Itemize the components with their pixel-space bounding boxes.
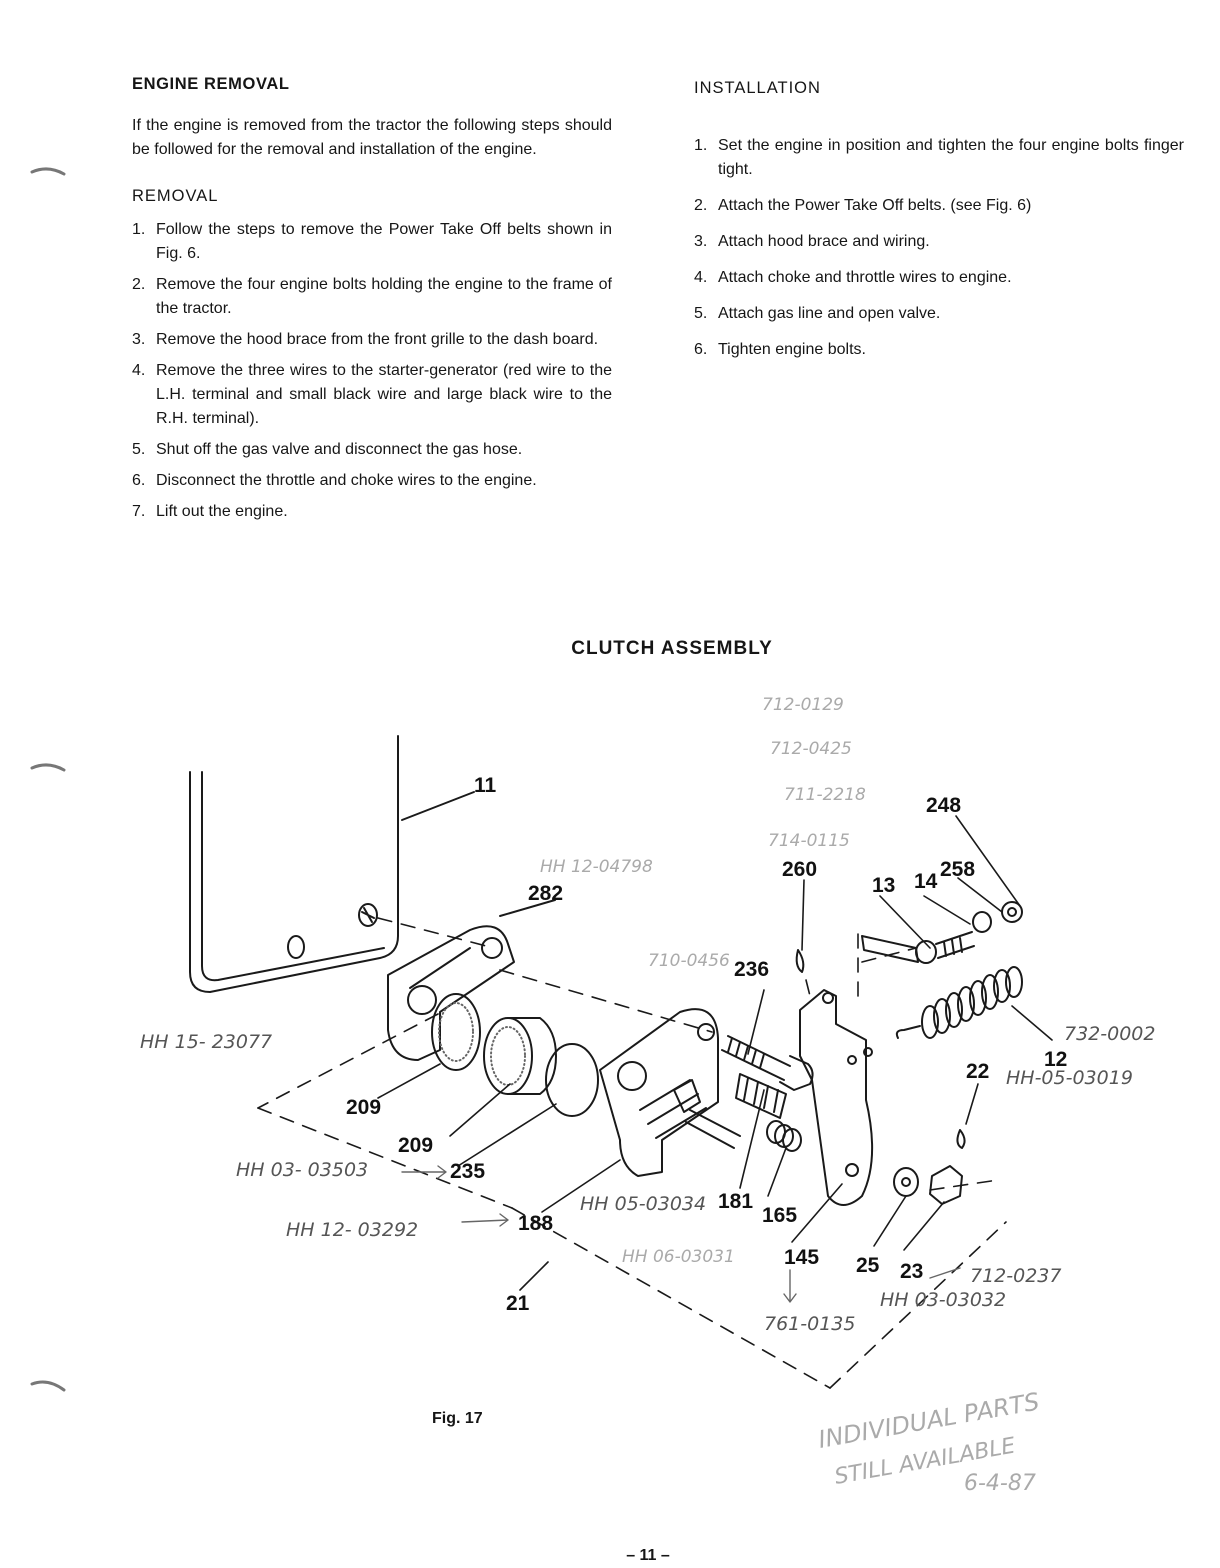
removal-step: 7.Lift out the engine. — [132, 503, 288, 520]
callout-181: 181 — [718, 1190, 753, 1213]
installation-step: 6.Tighten engine bolts. — [694, 341, 866, 358]
callout-188: 188 — [518, 1212, 553, 1235]
figure-caption: Fig. 17 — [432, 1410, 483, 1427]
handwritten-part-number: 761-0135 — [764, 1313, 855, 1335]
callout-13: 13 — [872, 874, 895, 897]
handwritten-note: 6-4-87 — [964, 1471, 1036, 1496]
scan-smudge — [30, 167, 66, 176]
callout-14: 14 — [914, 870, 938, 893]
handwritten-part-number: 712-0237 — [970, 1265, 1061, 1287]
small-spring — [766, 1120, 802, 1152]
scan-smudge — [30, 763, 66, 772]
installation-steps-list: 1.Set the engine in position and tighten… — [694, 134, 1184, 362]
callout-23: 23 — [900, 1260, 923, 1283]
callout-12: 12 — [1044, 1048, 1067, 1071]
installation-step: 4.Attach choke and throttle wires to eng… — [694, 269, 1012, 286]
callout-282: 282 — [528, 882, 563, 905]
bracket-housing — [599, 1008, 719, 1177]
installation-heading: INSTALLATION — [694, 79, 821, 97]
engine-removal-heading: ENGINE REMOVAL — [132, 75, 290, 93]
removal-step: 2.Remove the four engine bolts holding t… — [132, 276, 612, 317]
handwritten-part-number: 710-0456 — [648, 951, 730, 971]
handwritten-part-number: 712-0425 — [770, 739, 852, 759]
callout-235: 235 — [450, 1160, 485, 1183]
bearing-holder-plate — [387, 925, 515, 1061]
bolt — [721, 1035, 814, 1091]
engine-removal-intro: If the engine is removed from the tracto… — [132, 117, 612, 158]
page-number: – 11 – — [626, 1547, 670, 1564]
handwritten-part-number: 732-0002 — [1064, 1023, 1155, 1045]
engine-removal-section: ENGINE REMOVAL If the engine is removed … — [132, 72, 612, 531]
callout-248: 248 — [926, 794, 961, 817]
removal-steps-list: 1.Follow the steps to remove the Power T… — [132, 218, 612, 524]
callout-209: 209 — [346, 1096, 381, 1119]
leader-lines — [377, 815, 1053, 1291]
extension-spring — [895, 966, 1023, 1039]
figure-title: CLUTCH ASSEMBLY — [571, 638, 773, 659]
handwritten-part-number: HH 12-04798 — [540, 857, 653, 877]
handwritten-part-number: HH 12- 03292 — [286, 1219, 418, 1241]
handwritten-part-number: HH-05-03019 — [1006, 1067, 1133, 1089]
callout-21: 21 — [506, 1292, 530, 1315]
handwritten-part-number: 711-2218 — [784, 785, 866, 805]
felt-washer — [431, 993, 481, 1071]
callout-25: 25 — [856, 1254, 880, 1277]
callout-209-second: 209 — [398, 1134, 433, 1157]
handwritten-part-number: HH 03-03032 — [880, 1289, 1006, 1311]
callout-258: 258 — [940, 858, 975, 881]
bushing — [735, 1073, 787, 1119]
removal-step: 4.Remove the three wires to the starter-… — [132, 362, 612, 427]
callout-165: 165 — [762, 1204, 797, 1227]
removal-step: 1.Follow the steps to remove the Power T… — [132, 221, 612, 262]
handwritten-part-number: HH 15- 23077 — [140, 1031, 272, 1053]
handwritten-part-number: 712-0129 — [762, 695, 844, 715]
cotter-pin — [956, 1129, 966, 1149]
shoulder-bolt — [861, 901, 1023, 964]
pencil-arrows — [401, 1165, 961, 1303]
callout-11: 11 — [474, 774, 497, 797]
callout-145: 145 — [784, 1246, 819, 1269]
handwritten-part-number: 714-0115 — [768, 831, 850, 851]
installation-step: 2.Attach the Power Take Off belts. (see … — [694, 197, 1032, 214]
installation-step: 1.Set the engine in position and tighten… — [694, 137, 1184, 178]
scan-smudge — [30, 1380, 66, 1392]
installation-section: INSTALLATION 1.Set the engine in positio… — [694, 76, 1184, 374]
alignment-lines — [257, 917, 1007, 1389]
callout-260: 260 — [782, 858, 817, 881]
stud — [685, 1109, 741, 1149]
callout-22: 22 — [966, 1060, 989, 1083]
handwritten-part-number: HH 03- 03503 — [236, 1159, 368, 1181]
removal-subheading: REMOVAL — [132, 187, 219, 205]
leader-line — [499, 899, 556, 917]
clutch-lever-arm — [799, 989, 874, 1206]
handwritten-part-number: HH 06-03031 — [622, 1247, 735, 1267]
removal-step: 5.Shut off the gas valve and disconnect … — [132, 441, 523, 458]
installation-step: 3.Attach hood brace and wiring. — [694, 233, 930, 250]
leader-line — [401, 791, 475, 821]
callout-236: 236 — [734, 958, 769, 981]
frame-plate — [189, 735, 399, 993]
cotter-pin — [795, 949, 805, 973]
removal-step: 6.Disconnect the throttle and choke wire… — [132, 472, 537, 489]
handwritten-part-number: HH 05-03034 — [580, 1193, 706, 1215]
cap-disc — [545, 1043, 599, 1117]
installation-step: 5.Attach gas line and open valve. — [694, 305, 941, 322]
removal-step: 3.Remove the hood brace from the front g… — [132, 331, 599, 348]
